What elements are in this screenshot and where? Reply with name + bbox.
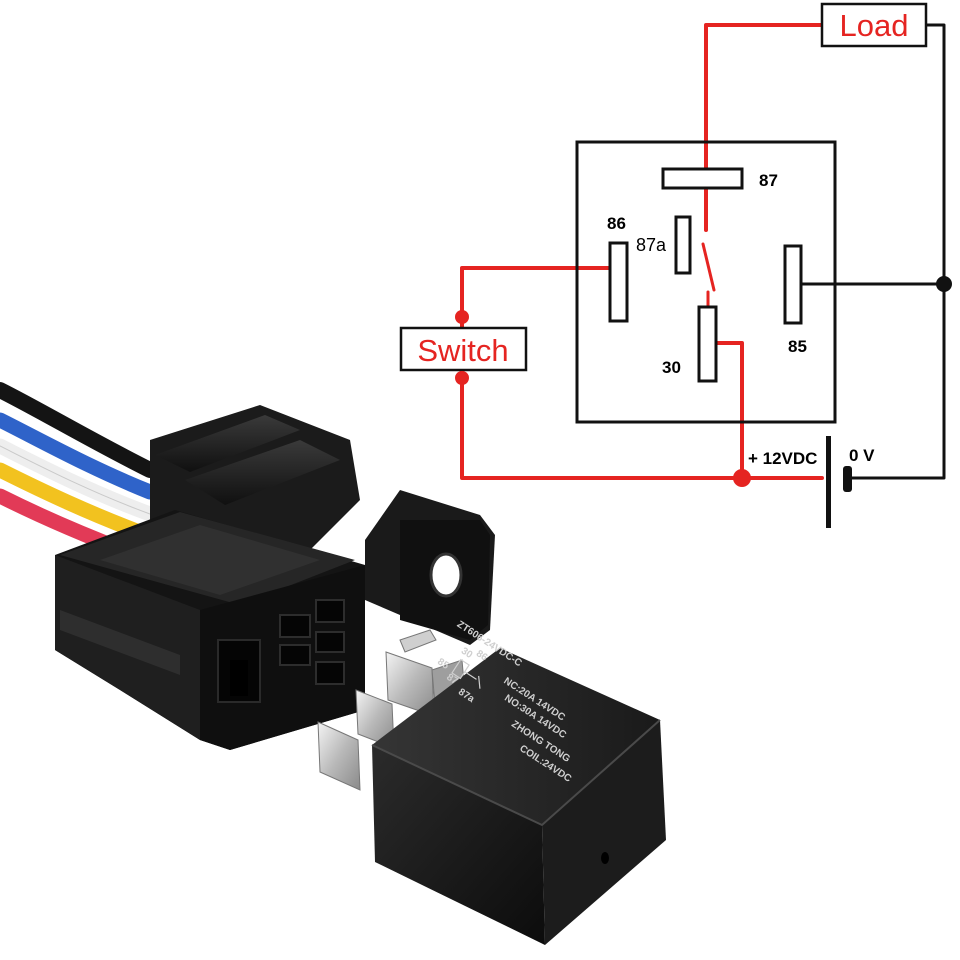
harness-wire-blue (0, 412, 158, 500)
wire-load-to-87 (704, 23, 824, 172)
socket-mount-hole (431, 554, 461, 596)
socket-slot-5 (315, 661, 345, 685)
relay-right-face (542, 720, 666, 945)
socket-side-rib (60, 610, 180, 675)
black-wires (800, 23, 946, 480)
relay-armature (701, 242, 716, 292)
pin-86-label: 86 (607, 214, 626, 233)
battery-symbol (826, 436, 852, 528)
wire-30-to-supply (704, 341, 744, 480)
load-box (820, 2, 928, 48)
switch-top-junction (455, 310, 469, 324)
switch-box (399, 326, 528, 372)
wire-86-to-switch (460, 266, 612, 330)
relay-schematic-box (575, 140, 837, 424)
load-label: Load (840, 8, 909, 43)
socket-slot-3 (279, 644, 311, 666)
socket-slot-large-inner (230, 660, 248, 696)
battery-negative-label: 0 V (849, 446, 875, 465)
battery-negative-plate (843, 466, 852, 492)
socket-slot-4 (315, 631, 345, 653)
switch-label: Switch (417, 333, 508, 368)
switch-bottom-junction (455, 371, 469, 385)
pin-85-blade (783, 244, 803, 325)
relay-side-hole (601, 852, 609, 864)
relay-socket-housing (55, 405, 495, 750)
pin-85-label: 85 (788, 337, 807, 356)
red-wires (460, 23, 824, 480)
harness-wire-black (0, 382, 158, 478)
pin-86-blade (608, 241, 629, 323)
pin-87a-label: 87a (636, 235, 667, 255)
wire-load-to-ground (848, 23, 946, 480)
ground-junction (936, 276, 952, 292)
relay-terminal-1 (317, 721, 361, 791)
relay-edge-highlight (371, 719, 661, 827)
automotive-relay: ZT606-24VDC-C NC:20A 14VDC NO:30A 14VDC … (317, 619, 666, 945)
battery-positive-label: + 12VDC (748, 449, 817, 468)
pin-87-label: 87 (759, 171, 778, 190)
relay-top-face (372, 648, 660, 825)
wiring-diagram: 87 87a 86 85 30 Load Switch + 12VDC 0 V (399, 2, 952, 528)
relay-terminal-4 (399, 629, 437, 653)
socket-top-slab-highlight (100, 525, 320, 595)
battery-positive-plate (826, 436, 831, 528)
wire-switch-to-supply (460, 370, 824, 480)
pin-30-blade (697, 305, 718, 383)
socket-top-ridge-2 (185, 440, 340, 505)
relay-front-face (372, 745, 545, 945)
pin-87a-blade (674, 215, 692, 275)
socket-slot-1 (279, 614, 311, 638)
relay-pin-label-30: 30 (459, 646, 475, 662)
pin-87-blade (661, 167, 744, 190)
harness-wire-white-outline (0, 445, 151, 515)
socket-top-ridge-1 (155, 415, 300, 472)
pin-30-label: 30 (662, 358, 681, 377)
socket-slot-2 (315, 599, 345, 623)
relay-coil-symbol-icon (451, 658, 481, 689)
supply-junction (733, 469, 751, 487)
relay-terminals (317, 629, 467, 791)
socket-mount-hole-rim (429, 552, 463, 598)
